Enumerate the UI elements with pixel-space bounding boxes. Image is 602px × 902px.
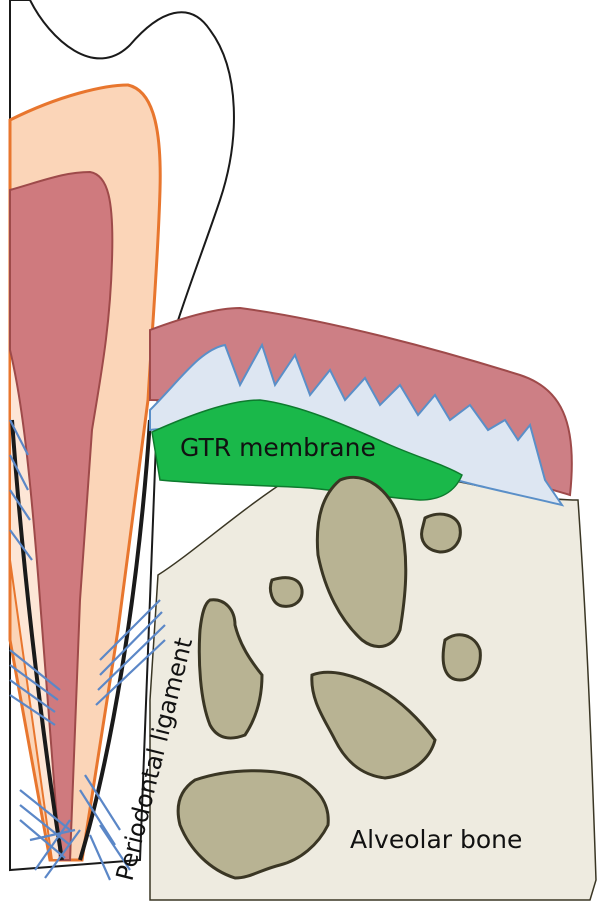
gtr-membrane-label: GTR membrane bbox=[180, 433, 376, 462]
bone-particle bbox=[422, 514, 461, 552]
bone-particle bbox=[443, 635, 480, 680]
bone-particle bbox=[270, 578, 302, 607]
alveolar-bone-label: Alveolar bone bbox=[350, 825, 522, 854]
